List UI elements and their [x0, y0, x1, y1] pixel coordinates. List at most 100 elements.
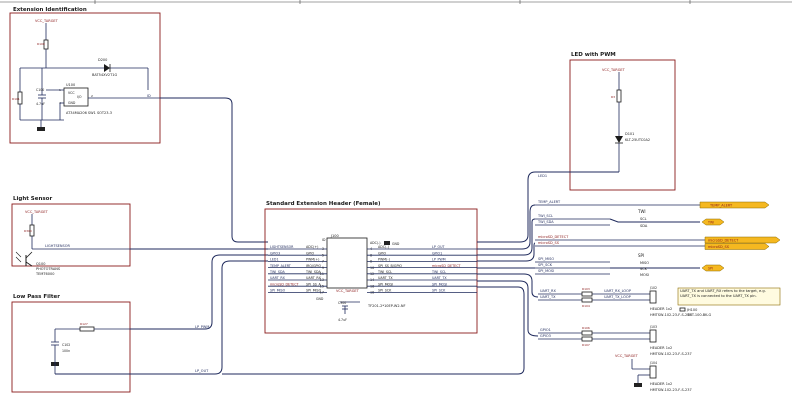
twi-group-label: TWI [637, 209, 646, 214]
header-left-pin: 7 [322, 260, 324, 264]
low-pass-filter-block: Low Pass Filter R127 C102 100n [11, 294, 131, 393]
right-side-nets: TEMP_ALERT TEMP_ALERT TWI_SCL TWI_SDA TW… [535, 200, 781, 392]
uart-rx-net: UART_RX [540, 289, 556, 293]
right-bus-temp [477, 204, 536, 250]
vcc-label: VCC_TARGET [615, 354, 639, 358]
j102-mfr: HMTSW-102-23-F-S-237 [650, 313, 692, 317]
ic-io: I/O [77, 95, 82, 99]
r103-label: R103 [582, 287, 590, 291]
vcc-label: VCC_TARGET [602, 68, 626, 72]
temp-alert-tag-text: TEMP_ALERT [709, 204, 733, 208]
header-left-net: GPIO3 [270, 251, 280, 255]
jumper-symbol [679, 307, 686, 312]
j103-mfr: HMTSW-102-23-F-S-237 [650, 352, 692, 356]
ic-vcc: VCC [68, 91, 75, 95]
res-ref: R300 [24, 229, 32, 233]
uart-note-text: UART_TX and UART_RX refers to the target… [680, 289, 766, 298]
right-bus-uart [477, 273, 539, 298]
j104-connector [649, 365, 657, 379]
spi-group-label: SPI [638, 253, 644, 258]
cap-ref: C100 [36, 88, 44, 92]
gnd-symbol [634, 383, 642, 387]
id-wire [160, 97, 268, 243]
cap-value: 4.7uF [36, 102, 45, 106]
lp-pwm-net: LP_PWM [195, 325, 209, 329]
header-left-pin: 13 [320, 278, 324, 282]
cap-ref: C102 [62, 343, 70, 347]
spi-tag [701, 264, 725, 272]
uart-note-box [677, 287, 781, 306]
r107-label: R107 [582, 343, 590, 347]
header-right-function: SPI_SCK [378, 289, 392, 293]
header-left-pin: 5 [322, 253, 324, 257]
q-part: PHOTOTRANS [36, 267, 61, 271]
header-left-net: UART_RX [270, 276, 286, 280]
extension-identification-block: Extension Identification VCC_TARGET R100… [9, 7, 161, 144]
extension-header-block: Standard Extension Header (Female) J100 … [264, 201, 478, 334]
top-right-fn: ADC(-) [370, 241, 381, 245]
header-right-net: GPIO1 [432, 251, 442, 255]
sd-detect-tag [704, 236, 781, 244]
uart-loop2-net: UART_TX_LOOP [604, 295, 631, 299]
header-right-function: PWM(-) [378, 258, 390, 262]
header-cap-value: 4.7uF [338, 318, 347, 322]
gpio1-net: GPIO1 [540, 328, 551, 332]
twi-tag [701, 218, 725, 226]
sd-ss-tag [704, 243, 770, 250]
diode-part: KLT-25UTC0A2 [625, 138, 650, 142]
twi-sda-net: TWI_SDA [537, 220, 554, 224]
right-bus-gpio [477, 280, 539, 337]
top-right-net: GND [392, 242, 400, 246]
spi-tag-text: SPI [708, 267, 713, 271]
r106-symbol [581, 330, 593, 336]
header-left-function: UART_RX [306, 276, 322, 280]
ic-gnd: GND [68, 101, 76, 105]
header-left-net: LIGHTSENSOR [270, 245, 294, 249]
header-title: Standard Extension Header (Female) [266, 201, 381, 207]
j102-part: HEADER 1x2 [650, 307, 672, 311]
header-right-function: ADC(-) [378, 245, 389, 249]
block-title: Light Sensor [13, 196, 52, 202]
header-gnd: GND [316, 297, 324, 301]
header-part: TF201-2*10EP-W2-NF [367, 304, 405, 308]
header-ref: J100 [330, 234, 339, 238]
header-left-function: PWM(+) [306, 258, 319, 262]
header-right-function: SPI_MOSI [378, 282, 393, 286]
uart-tx-net: UART_TX [540, 295, 556, 299]
lightsensor-net: LIGHTSENSOR [45, 244, 70, 248]
ic-part: AT34MA206 SW1 SOT23-3 [66, 111, 112, 115]
header-right-net: LP_OUT [432, 245, 445, 249]
header-left-function: SPI_MISO [306, 289, 322, 293]
led-symbol [615, 136, 623, 143]
header-right-net: SPI_SCK [432, 289, 446, 293]
header-left-pin: 15 [320, 284, 324, 288]
q-value: TEMT6000 [35, 272, 54, 276]
resistor-symbol [79, 326, 95, 332]
header-connector [326, 237, 368, 289]
sd-detect-net: microSD_DETECT [538, 235, 569, 239]
r104-label: R104 [582, 304, 590, 308]
ic-ref: U100 [66, 83, 75, 87]
uart-loop-net: UART_RX_LOOP [604, 289, 631, 293]
scl-label: SCL [640, 217, 647, 221]
lp-pwm-bus [130, 254, 268, 330]
spi-mosi-net: SPI_MOSI [538, 269, 554, 273]
r107-symbol [581, 336, 593, 342]
jumper-part: SNT-100-BK-G [687, 313, 711, 317]
header-left-function: ADC(+) [306, 245, 318, 249]
sd-detect-tag-text: microSD_DETECT [708, 239, 739, 243]
header-right-function: UART_TX [378, 276, 393, 280]
j102-connector [649, 290, 657, 304]
mosi-label: MOSI [640, 273, 649, 277]
header-left-function: IRQ/GPIO [306, 264, 321, 268]
header-right-net: UART_TX [432, 276, 447, 280]
pin-2: 2 [91, 94, 93, 98]
header-right-function: SPI_SS_B/GPIO [378, 264, 402, 268]
light-arrows-icon [15, 251, 22, 258]
header-left-net: SPI_MISO [270, 289, 286, 293]
lp-out-bus [55, 260, 268, 375]
res-ref: R127 [80, 322, 88, 326]
top-left-pin: ID [322, 238, 326, 242]
right-bus-lp [222, 286, 525, 375]
res-ref: R3 [611, 95, 615, 99]
